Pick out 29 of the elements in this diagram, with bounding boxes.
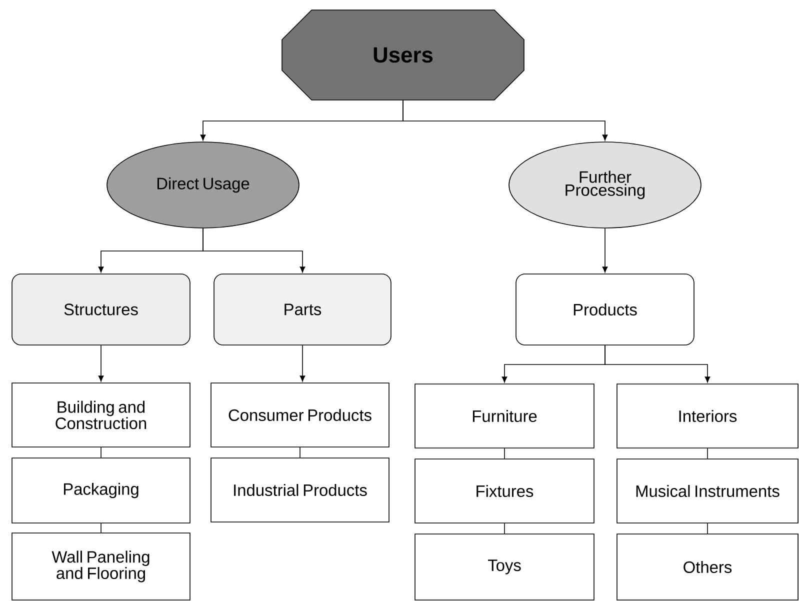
arrow	[604, 345, 710, 383]
process-box: Toys	[414, 534, 594, 600]
arrow	[300, 345, 306, 382]
arrow	[98, 345, 104, 382]
process-box: Consumer Products	[210, 382, 390, 448]
process-box: Packaging	[12, 458, 190, 524]
process-box: Industrial Products	[210, 458, 390, 522]
ellipse-node: Further Processing	[508, 142, 702, 228]
process-box: Others	[616, 534, 798, 600]
connector-line	[707, 448, 708, 459]
connector-line	[100, 523, 102, 533]
process-box: Furniture	[414, 384, 594, 448]
rounded-box: Structures	[12, 274, 190, 346]
process-box: Fixtures	[414, 458, 594, 524]
process-box: Wall Paneling and Flooring	[12, 532, 190, 600]
arrow	[402, 100, 608, 141]
rounded-box: Parts	[214, 274, 392, 346]
connector-line	[504, 448, 505, 459]
arrow	[202, 228, 306, 273]
process-box: Interiors	[616, 384, 798, 448]
rounded-box: Products	[516, 274, 694, 346]
connector-line	[707, 523, 708, 534]
connector-line	[504, 523, 505, 534]
arrow	[602, 228, 608, 273]
process-box: Building and Construction	[12, 382, 190, 448]
ellipse-node: Direct Usage	[106, 142, 300, 228]
process-box: Musical Instruments	[616, 458, 798, 524]
octagon-box: Users	[282, 10, 524, 100]
connector-line	[100, 447, 102, 458]
